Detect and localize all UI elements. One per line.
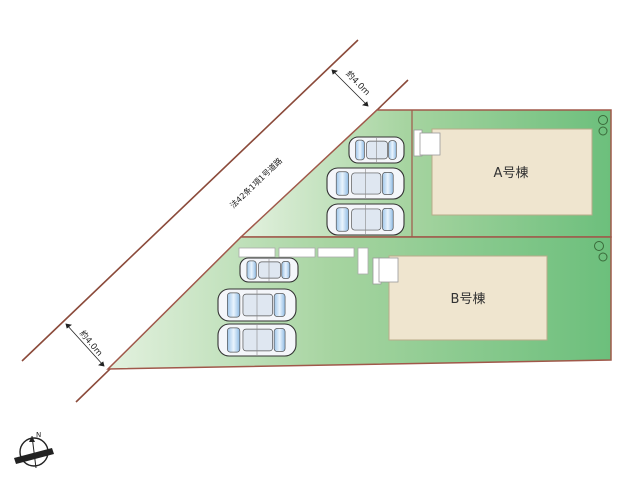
car-icon [348,136,405,164]
north-compass-icon [14,435,54,469]
car-icon [217,323,297,357]
compass-label: N [36,431,41,439]
road-width-marker-top [331,69,369,107]
car-icon [326,203,405,236]
road-line-far [21,39,359,362]
building-a [431,128,593,216]
building-a-label: A号棟 [494,166,529,181]
building-b-label: B号棟 [451,292,486,307]
entrance-steps-a [413,129,441,157]
shrub-icon [598,115,608,136]
car-icon [239,257,299,283]
road-width-top: 約4.0m [343,69,372,98]
curb-stops [238,247,369,275]
road-width-bottom: 約4.0m [77,328,105,358]
car-icon [217,288,297,322]
road-label: 法42条1項1号道路 [228,156,284,211]
parked-cars [217,136,405,357]
shrub-icon [594,241,608,262]
entrance-steps-b [372,257,399,285]
car-icon [326,167,405,200]
road-width-marker-bottom [65,323,105,367]
building-b [388,255,548,341]
